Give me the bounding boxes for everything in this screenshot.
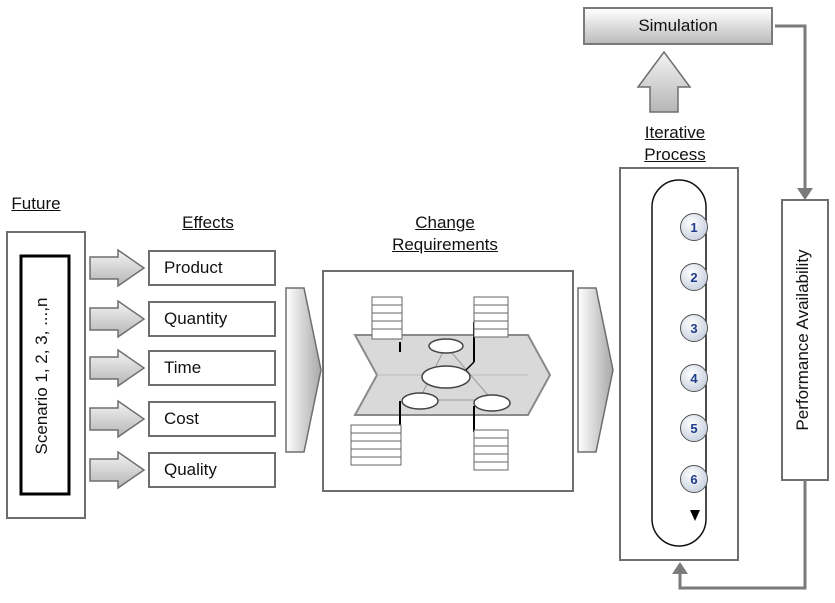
process-chevron-graphic (350, 296, 552, 471)
up-arrow (636, 50, 692, 113)
chevron-arrow-2 (577, 287, 614, 453)
iteration-loop (651, 179, 707, 547)
performance-to-process-connector (678, 480, 807, 590)
simulation-box: Simulation (583, 7, 773, 45)
effects-heading: Effects (182, 213, 234, 232)
step-4-badge: 4 (680, 364, 708, 392)
effect-time-box: Time (148, 350, 276, 386)
effect-product-box: Product (148, 250, 276, 286)
effect-cost-box: Cost (148, 401, 276, 437)
effect-quantity-box: Quantity (148, 301, 276, 337)
iterative-heading-line1: Iterative (644, 123, 706, 142)
scenario-box (19, 254, 71, 496)
change-heading-line2: Requirements (392, 235, 498, 254)
step-5-badge: 5 (680, 414, 708, 442)
performance-label: Performance Availability (793, 249, 812, 431)
effect-arrows (89, 248, 146, 490)
scenario-label: Scenario 1, 2, 3, ...,n (32, 297, 51, 455)
performance-panel (781, 199, 829, 481)
step-3-badge: 3 (680, 314, 708, 342)
effect-quality-box: Quality (148, 452, 276, 488)
chevron-arrow-1 (285, 287, 322, 453)
iterative-heading-line2: Process (644, 145, 706, 164)
loop-arrowhead (690, 510, 700, 521)
sim-to-performance-connector (775, 24, 807, 192)
future-heading: Future (11, 194, 61, 213)
change-heading-line1: Change (415, 213, 475, 232)
step-1-badge: 1 (680, 213, 708, 241)
iterative-panel (619, 167, 739, 561)
step-6-badge: 6 (680, 465, 708, 493)
step-2-badge: 2 (680, 263, 708, 291)
